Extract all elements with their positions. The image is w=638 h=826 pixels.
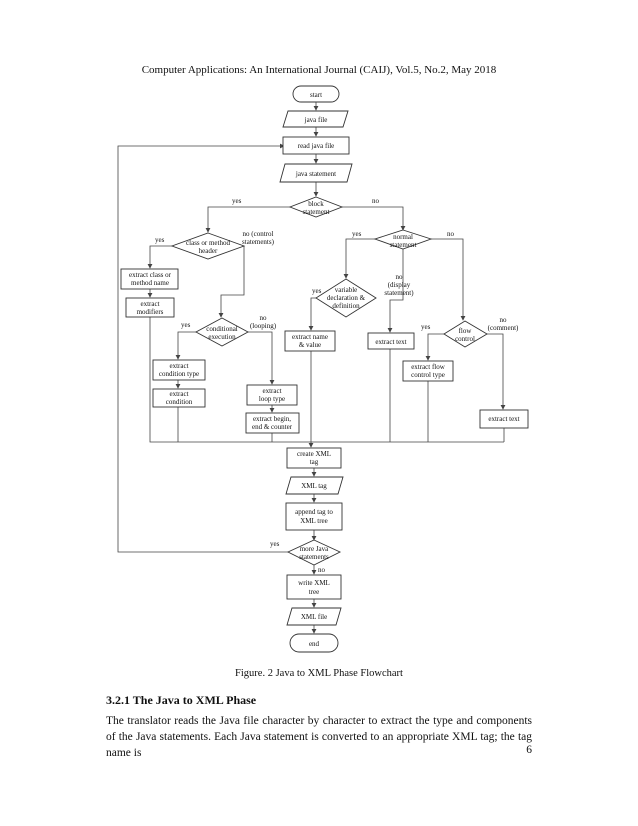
flow-connectors [117, 102, 506, 634]
extract-text-box-2 [479, 409, 529, 429]
class-header-text-1: class or method [186, 239, 230, 247]
variable-text-2: declaration & [327, 294, 366, 302]
no-comment-label-1: no [500, 316, 508, 324]
class-method-header-decision [170, 232, 246, 260]
extract-begin-end-box [245, 412, 300, 434]
read-java-file-box [282, 136, 350, 155]
extract-text-1: extract text [375, 338, 406, 346]
write-xml-tree-box [286, 574, 342, 600]
more-statements-text-1: more Java [300, 545, 329, 553]
end-text: end [309, 640, 320, 648]
extract-modifiers-text-1: extract [140, 300, 159, 308]
condition-type-text-2: condition type [159, 370, 199, 378]
start-terminal [292, 85, 340, 103]
journal-header: Computer Applications: An International … [141, 64, 497, 76]
no-comment-label-2: (comment) [488, 324, 519, 332]
no-control-label-1: no (control [243, 230, 274, 238]
more-no-label: no [318, 566, 326, 574]
read-java-file-text: read java file [298, 142, 335, 150]
flow-type-text-1: extract flow [411, 363, 446, 371]
variable-text-3: definition [332, 302, 360, 310]
normal-no-label: no [447, 230, 455, 238]
append-tag-box [285, 502, 343, 531]
extract-class-text-1: extract class or [129, 271, 172, 279]
extract-class-name-box [120, 268, 179, 290]
no-looping-label-2: (looping) [250, 322, 277, 330]
no-display-label-3: statement) [384, 289, 414, 297]
extract-flow-control-type-box [402, 360, 454, 382]
append-tag-text-1: append tag to [295, 508, 333, 516]
flow-control-text-2: control [455, 335, 475, 343]
more-yes-label: yes [270, 540, 280, 548]
condition-text-2: condition [166, 398, 193, 406]
begin-end-text-2: end & counter [252, 423, 293, 431]
block-text-1: block [308, 200, 324, 208]
condition-type-text-1: extract [169, 362, 188, 370]
variable-yes-label: yes [312, 287, 322, 295]
extract-name-text-2: & value [299, 341, 321, 349]
more-statements-decision [286, 539, 342, 566]
normal-text-2: statement [390, 241, 417, 249]
java-file-io [282, 110, 349, 128]
variable-declaration-decision [315, 278, 377, 318]
java-statement-io [279, 163, 353, 183]
no-looping-label-1: no [260, 314, 268, 322]
extract-condition-type-box [152, 359, 206, 381]
no-display-label-2: (display [388, 281, 411, 289]
start-text: start [310, 91, 322, 99]
conditional-execution-decision [195, 317, 249, 347]
extract-class-text-2: method name [131, 279, 169, 287]
variable-text-1: variable [335, 286, 358, 294]
figure-caption: Figure. 2 Java to XML Phase Flowchart [235, 668, 403, 679]
begin-end-text-1: extract begin, [253, 415, 291, 423]
extract-name-text-1: extract name [292, 333, 328, 341]
loop-type-text-1: extract [262, 387, 281, 395]
normal-yes-label: yes [352, 230, 362, 238]
conditional-text-2: execution [208, 333, 236, 341]
extract-modifiers-box [125, 297, 175, 318]
header-yes-label: yes [155, 236, 165, 244]
xml-file-text: XML file [301, 613, 327, 621]
flow-control-decision [443, 320, 488, 348]
java-file-text: java file [304, 116, 328, 124]
create-xml-text-1: create XML [297, 450, 331, 458]
extract-text-box-1 [367, 332, 415, 350]
page-number: 6 [526, 744, 532, 756]
normal-statement-decision [373, 229, 433, 250]
flow-control-text-1: flow [459, 327, 473, 335]
extract-name-value-box [284, 330, 336, 352]
extract-modifiers-text-2: modifiers [137, 308, 164, 316]
java-statement-text: java statement [295, 170, 336, 178]
flow-type-text-2: control type [411, 371, 445, 379]
append-tag-text-2: XML tree [300, 517, 328, 525]
extract-loop-type-box [246, 384, 298, 406]
block-statement-decision [288, 196, 344, 218]
extract-condition-box [152, 388, 206, 408]
xml-file-io [286, 607, 342, 626]
write-xml-text-2: tree [309, 588, 320, 596]
block-text-2: statement [303, 208, 330, 216]
more-statements-text-2: statements [299, 553, 329, 561]
conditional-text-1: conditional [206, 325, 238, 333]
no-display-label-1: no [396, 273, 404, 281]
create-xml-text-2: tag [310, 458, 319, 466]
loop-type-text-2: loop type [259, 395, 285, 403]
no-control-label-2: statements) [242, 238, 275, 246]
class-header-text-2: header [199, 247, 218, 255]
create-xml-tag-box [286, 447, 342, 469]
block-no-label: no [372, 197, 380, 205]
normal-text-1: normal [393, 233, 413, 241]
section-heading: 3.2.1 The Java to XML Phase [106, 693, 257, 707]
flow-yes-label: yes [421, 323, 431, 331]
xml-tag-io [285, 476, 344, 495]
end-terminal [289, 633, 339, 653]
body-paragraph: The translator reads the Java file chara… [106, 715, 532, 759]
conditional-yes-label: yes [181, 321, 191, 329]
write-xml-text-1: write XML [298, 579, 330, 587]
xml-tag-text: XML tag [301, 482, 327, 490]
extract-text-2: extract text [488, 415, 519, 423]
block-yes-label: yes [232, 197, 242, 205]
condition-text-1: extract [169, 390, 188, 398]
